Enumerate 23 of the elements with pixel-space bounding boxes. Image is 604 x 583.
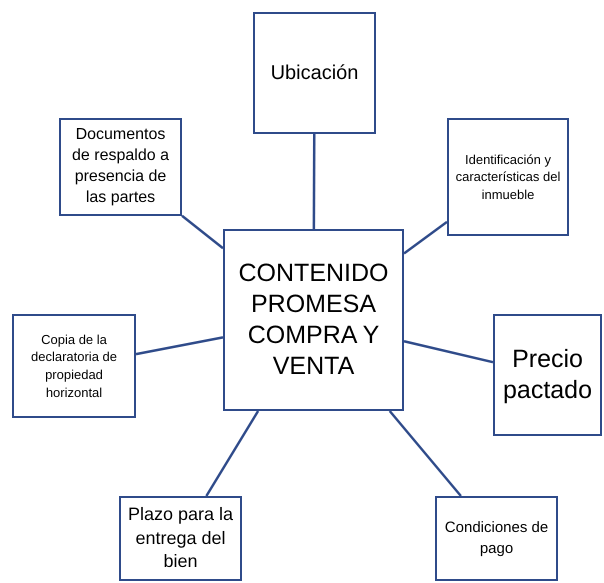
connector-line xyxy=(403,220,448,254)
text-box xyxy=(12,314,136,418)
box-text: Condiciones de pago xyxy=(444,518,550,558)
box-text: Identificación y características del inmueble xyxy=(454,150,562,204)
box-text: Plazo para la entrega del bien xyxy=(126,503,234,574)
box-text: Copia de la declaratoria de propiedad horizontal xyxy=(30,330,118,402)
connector-line xyxy=(205,410,260,497)
text-box xyxy=(253,12,376,134)
text-box xyxy=(435,496,558,581)
connector-line xyxy=(388,410,462,497)
text-box xyxy=(59,118,182,216)
box-text: Documentos de respaldo a presencia de las partes xyxy=(71,125,170,208)
connector-line xyxy=(312,134,316,229)
box-text: Ubicación xyxy=(270,61,358,86)
box-text: CONTENIDO PROMESA COMPRA Y VENTA xyxy=(238,258,390,382)
text-box xyxy=(493,314,602,436)
connector-line xyxy=(181,214,224,250)
text-box xyxy=(119,496,242,581)
connector-line xyxy=(404,340,494,364)
box-text: Precio pactado xyxy=(502,344,593,406)
connector-line xyxy=(136,336,224,356)
text-box xyxy=(223,229,404,411)
text-box xyxy=(447,118,569,236)
